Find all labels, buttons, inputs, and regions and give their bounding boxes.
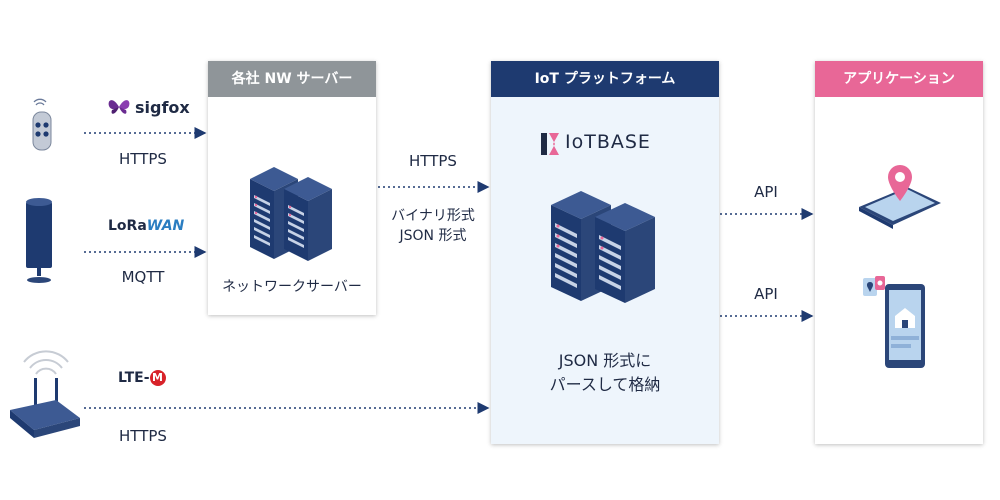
applications-panel: アプリケーション — [815, 61, 983, 444]
lte-m-logo: LTE-M — [118, 370, 178, 390]
smartphone-app-icon — [863, 276, 925, 368]
server-rack-icon — [551, 191, 655, 303]
lte-brand-text: LTE- — [118, 370, 150, 386]
server-rack-icon — [250, 167, 332, 261]
server-right — [284, 177, 332, 261]
lorawan-protocol-label: MQTT — [121, 268, 165, 286]
platform-caption-line1: JSON 形式に — [558, 351, 652, 370]
key-fob-device-icon — [32, 98, 52, 151]
platform-link-format-binary: バイナリ形式 — [391, 208, 475, 224]
iotbase-logo-text: IoTBASE — [565, 131, 651, 153]
wifi-router-icon — [10, 350, 80, 438]
iot-platform-header: IoT プラットフォーム — [491, 61, 719, 97]
tablet-map-pin-icon — [859, 165, 941, 229]
nw-server-panel: 各社 NW サーバー ネットワークサーバー — [208, 61, 376, 315]
lte-protocol-label: HTTPS — [119, 427, 167, 445]
platform-link-format-json: JSON 形式 — [399, 228, 467, 244]
platform-link-protocol: HTTPS — [409, 152, 457, 170]
sigfox-logo: sigfox — [107, 96, 190, 120]
iotbase-mark-icon — [541, 133, 559, 155]
lorawan-brand-lo: LoRa — [108, 218, 147, 234]
platform-caption-line2: パースして格納 — [549, 375, 661, 394]
api-label-2: API — [754, 285, 778, 303]
nw-server-caption: ネットワークサーバー — [222, 279, 362, 295]
iot-platform-panel: IoT プラットフォーム IoTBASE — [491, 61, 719, 444]
nw-server-header: 各社 NW サーバー — [208, 61, 376, 97]
sigfox-butterfly-icon — [108, 100, 130, 114]
lorawan-brand-wan: WAN — [146, 218, 185, 234]
iotbase-logo: IoTBASE — [541, 131, 681, 157]
api-label-1: API — [754, 183, 778, 201]
applications-header: アプリケーション — [815, 61, 983, 97]
sigfox-protocol-label: HTTPS — [119, 150, 167, 168]
cylinder-sensor-icon — [26, 198, 52, 283]
lte-brand-mark: M — [149, 370, 166, 386]
lorawan-logo: LoRaWAN — [108, 218, 198, 238]
sigfox-brand-text: sigfox — [135, 98, 190, 117]
